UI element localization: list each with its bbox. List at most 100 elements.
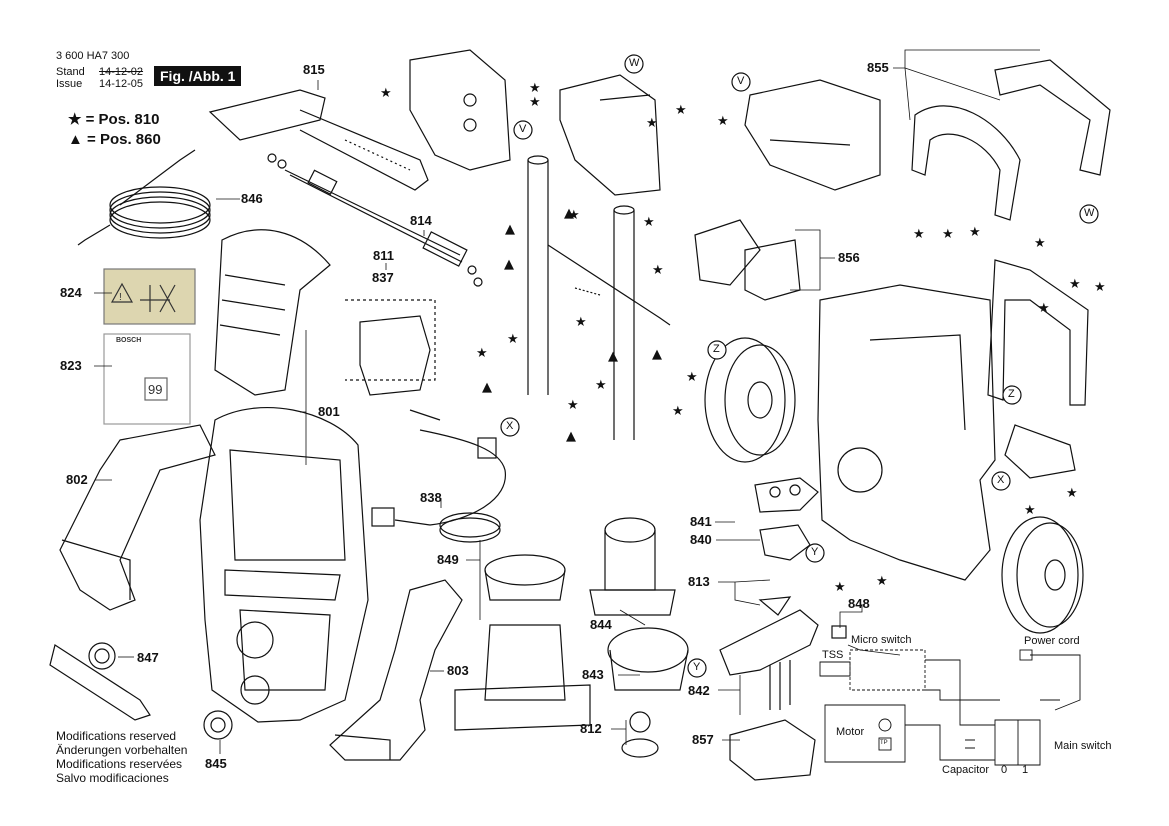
note-es: Salvo modificaciones	[56, 771, 169, 785]
circle-z-1	[707, 340, 727, 360]
pressure-switch-837	[345, 299, 441, 421]
bracket-856	[694, 219, 801, 301]
hose-guide	[547, 244, 671, 326]
circle-z-1-label: Z	[713, 343, 720, 355]
power-cord-label: Power cord	[1024, 635, 1080, 647]
part-number-847: 847	[137, 650, 159, 665]
svg-text:▲: ▲	[652, 347, 662, 362]
circle-w-1-label: W	[629, 57, 640, 69]
stand-label: Stand	[56, 66, 85, 78]
part-number-856: 856	[838, 250, 860, 265]
cover-803	[329, 579, 463, 761]
circle-y-1	[805, 543, 825, 563]
circle-z-2	[1002, 385, 1022, 405]
pump-843	[607, 627, 689, 758]
tp-label: TP	[880, 740, 888, 746]
tube-left	[527, 155, 549, 395]
part-number-846: 846	[241, 191, 263, 206]
svg-text:▲: ▲	[482, 380, 492, 395]
svg-text:!: !	[119, 292, 122, 303]
warning-icon: !	[110, 282, 134, 303]
part-number-840: 840	[690, 532, 712, 547]
part-number-838: 838	[420, 490, 442, 505]
sticker-823-number: 99	[148, 382, 163, 397]
circle-w-1	[624, 54, 644, 74]
foot-bracket	[1004, 424, 1076, 479]
motor-844	[589, 517, 676, 616]
frame-handle-right	[987, 259, 1089, 406]
circle-y-1-label: Y	[811, 546, 819, 558]
legend-triangle: ▲ = Pos. 860	[68, 131, 161, 148]
part-number-824: 824	[60, 285, 82, 300]
svg-text:★: ★	[643, 215, 655, 230]
part-number-857: 857	[692, 732, 714, 747]
lance-814	[267, 153, 483, 287]
part-shapes: !	[49, 49, 1111, 781]
part-number-837: 837	[372, 270, 394, 285]
star-symbol: ★	[68, 111, 82, 128]
part-number-849: 849	[437, 552, 459, 567]
circle-x-1	[500, 417, 520, 437]
main-switch-label: Main switch	[1054, 740, 1112, 752]
circle-y-2	[687, 658, 707, 678]
base-857	[729, 719, 816, 781]
part-number: 3 600 HA7 300	[56, 50, 130, 62]
water-inlet-847	[49, 642, 151, 721]
note-fr: Modifications reservées	[56, 757, 183, 771]
svg-text:★: ★	[969, 225, 981, 240]
triangle-symbol: ▲	[68, 131, 83, 148]
sticker-823	[103, 333, 191, 425]
tss-label: TSS	[822, 649, 844, 661]
circle-v-1	[513, 120, 533, 140]
svg-text:★: ★	[529, 95, 541, 110]
part-number-811: 811	[373, 248, 394, 263]
part-number-803: 803	[447, 663, 469, 678]
part-number-823: 823	[60, 358, 82, 373]
frame	[817, 284, 996, 581]
valve-block-842	[719, 596, 819, 710]
svg-text:★: ★	[380, 86, 392, 101]
wheel-left	[704, 337, 796, 463]
stand-date: 14-12-02	[99, 66, 144, 78]
svg-text:★: ★	[568, 208, 580, 223]
svg-text:★: ★	[595, 378, 607, 393]
circle-x-2-label: X	[997, 474, 1005, 486]
svg-text:★: ★	[834, 580, 846, 595]
circle-x-1-label: X	[506, 420, 514, 432]
knob-845	[203, 710, 233, 740]
triangle-text: = Pos. 860	[87, 131, 161, 148]
svg-text:★: ★	[1038, 301, 1050, 316]
part-number-843: 843	[582, 667, 604, 682]
sticker-823-box	[144, 377, 168, 401]
circle-labels	[500, 54, 1099, 678]
figure-label: Fig. /Abb. 1	[154, 66, 242, 86]
note-en: Modifications reserved	[56, 729, 177, 743]
micro-switch-label: Micro switch	[851, 634, 912, 646]
svg-text:▲: ▲	[564, 206, 574, 221]
svg-text:★: ★	[1024, 503, 1036, 518]
tube-right	[613, 205, 635, 440]
switch-on-label: 1	[1022, 764, 1029, 776]
svg-text:★: ★	[686, 370, 698, 385]
part-number-812: 812	[580, 721, 602, 736]
part-number-842: 842	[688, 683, 710, 698]
svg-text:★: ★	[672, 404, 684, 419]
wiring-diagram	[819, 649, 1081, 766]
motor-cover-849	[454, 554, 591, 731]
svg-text:★: ★	[942, 227, 954, 242]
svg-text:★: ★	[1069, 277, 1081, 292]
micro-switch-848	[831, 625, 847, 639]
part-number-848: 848	[848, 596, 870, 611]
svg-text:★: ★	[567, 398, 579, 413]
power-cord-838	[371, 429, 506, 543]
spring	[574, 287, 601, 296]
circle-v-1-label: V	[519, 123, 527, 135]
svg-text:★: ★	[575, 315, 587, 330]
issue-date: 14-12-05	[99, 78, 144, 90]
svg-text:★: ★	[717, 114, 729, 129]
handle-855	[911, 59, 1111, 221]
svg-text:★: ★	[675, 103, 687, 118]
part-number-815: 815	[303, 62, 325, 77]
motor-label: Motor	[836, 726, 865, 738]
circle-z-2-label: Z	[1008, 388, 1015, 400]
